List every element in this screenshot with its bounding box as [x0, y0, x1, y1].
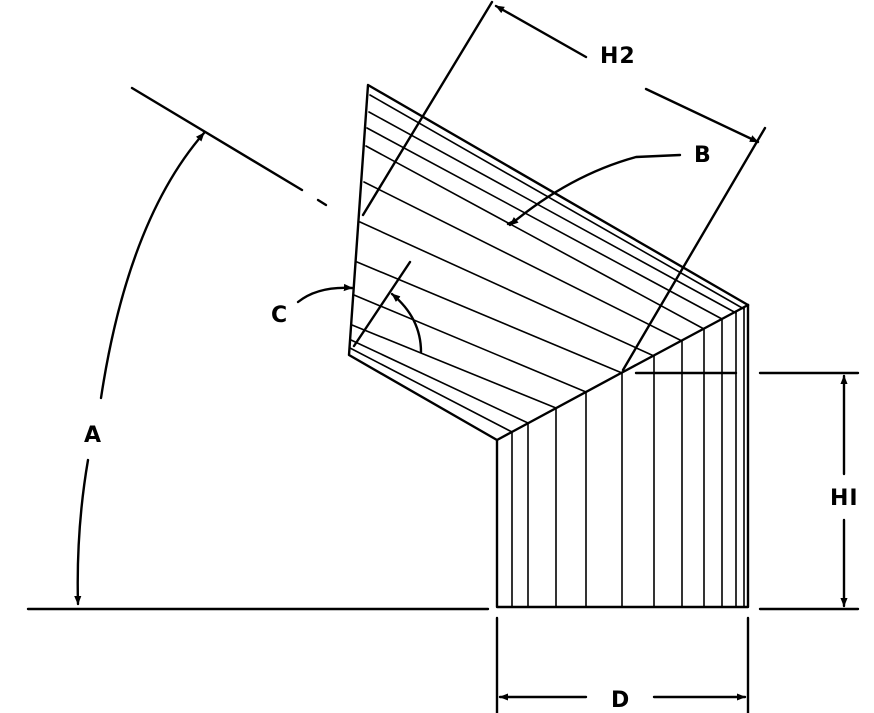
d-label: D: [611, 688, 630, 713]
b-leader: [508, 153, 682, 227]
tick-marks: [506, 220, 514, 226]
d-dimension: [495, 616, 750, 713]
h1-label: HI: [830, 486, 859, 511]
c-leader: [296, 283, 354, 304]
lower-segment-hatching: [511, 306, 745, 608]
a-label: A: [84, 423, 102, 448]
h2-extension-lines: [361, 0, 767, 372]
h2-label: H2: [600, 44, 636, 69]
a-angle-dimension: [74, 131, 206, 606]
c-label: C: [271, 303, 288, 328]
h2-dimension: [494, 4, 760, 144]
upper-segment-hatching: [349, 94, 745, 433]
lower-segment: [495, 303, 750, 609]
h1-dimension: [634, 371, 860, 608]
angle-reference-line: [130, 86, 328, 207]
b-label: B: [694, 143, 712, 168]
inner-angle-indicator: [352, 260, 423, 354]
upper-segment: [347, 83, 750, 442]
